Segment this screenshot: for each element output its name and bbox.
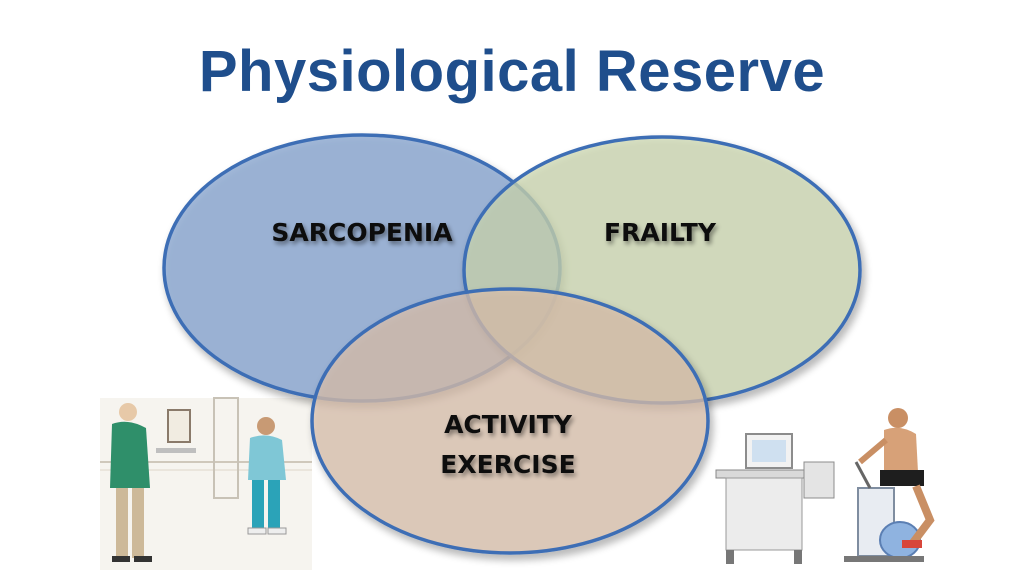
venn-label-exercise: EXERCISE — [440, 450, 575, 479]
person-icon — [119, 403, 137, 421]
left-illustration — [100, 397, 312, 570]
venn-label-frailty: FRAILTY — [604, 218, 717, 247]
cyclist-icon — [888, 408, 908, 428]
venn-circle-activity — [310, 287, 710, 555]
venn-label-sarcopenia: SARCOPENIA — [271, 218, 453, 247]
picture-frame-icon — [167, 409, 191, 443]
person-icon — [257, 417, 275, 435]
venn-label-activity: ACTIVITY — [444, 410, 573, 439]
slide-title: Physiological Reserve — [198, 39, 826, 104]
right-illustration — [715, 408, 935, 564]
